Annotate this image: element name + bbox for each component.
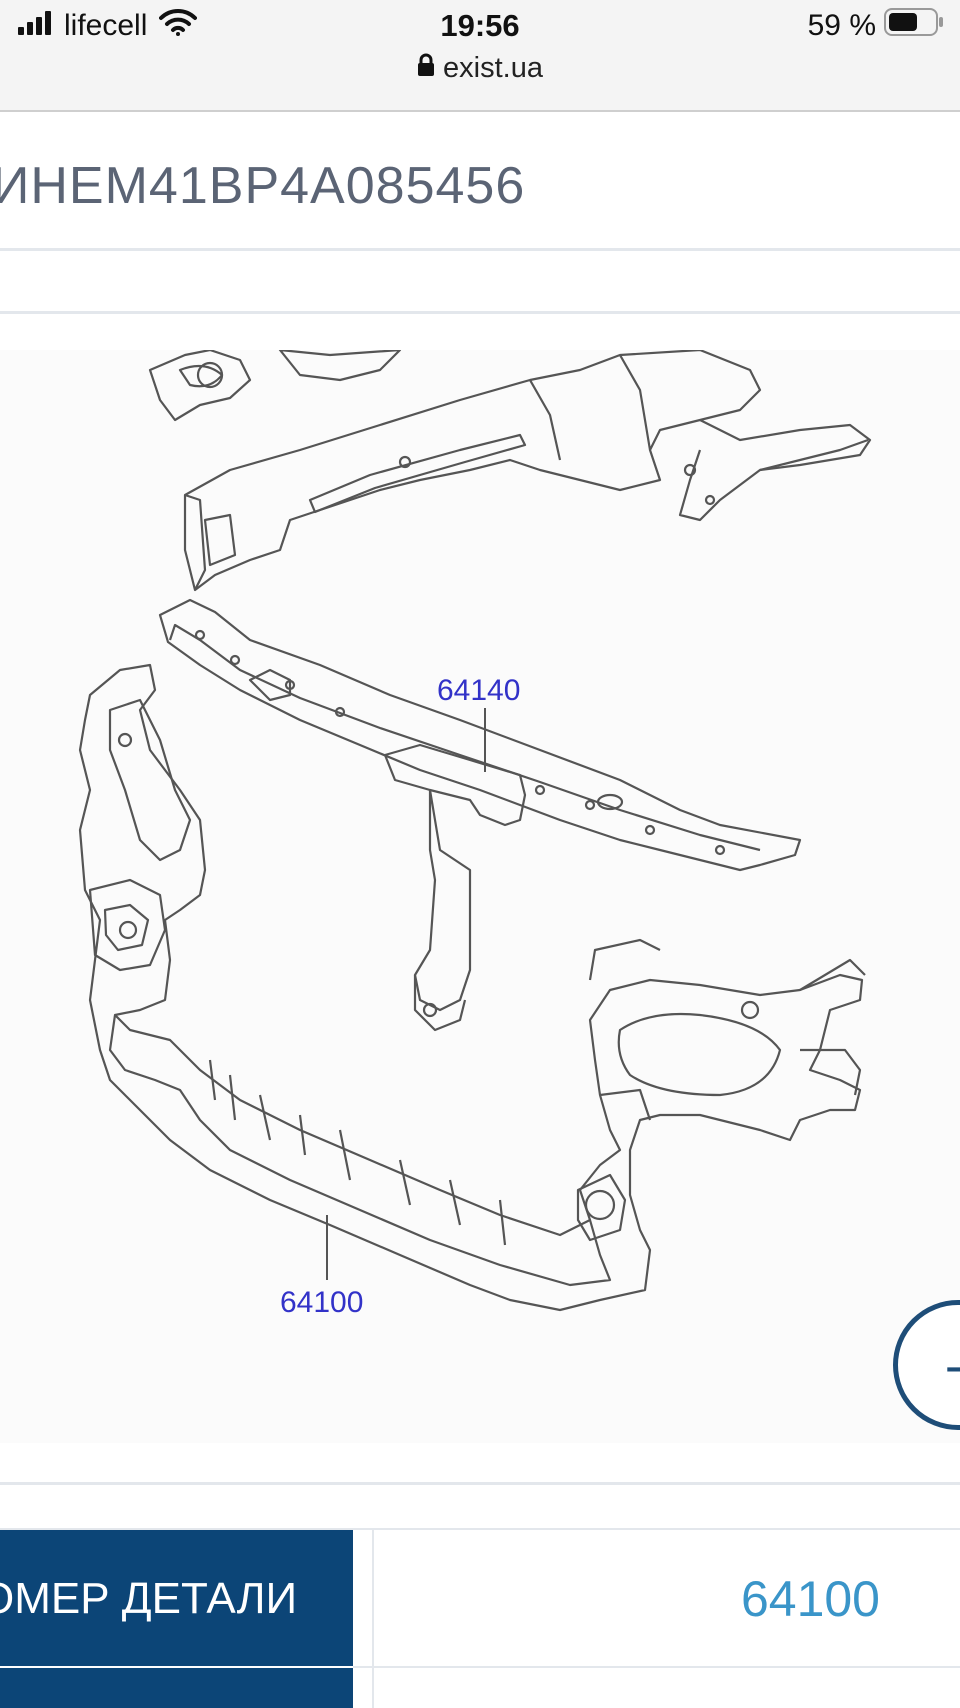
callout-64100[interactable]: 64100	[280, 1286, 363, 1319]
spacer-row	[0, 251, 960, 314]
row-divider	[353, 1666, 960, 1668]
lower-carrier-assembly	[78, 663, 866, 1312]
status-left: lifecell	[18, 8, 198, 44]
parts-diagram[interactable]: 64140 64100	[0, 350, 960, 1443]
upper-crossmember	[158, 598, 802, 1032]
carrier-label: lifecell	[64, 9, 148, 42]
battery-icon	[884, 8, 944, 44]
plus-icon: +	[942, 1343, 960, 1393]
part-number-header: ОМЕР ДЕТАЛИ	[0, 1574, 298, 1623]
signal-icon	[18, 9, 54, 43]
status-right: 59 %	[808, 8, 944, 44]
section-divider	[0, 1482, 960, 1485]
upper-frame-rail	[148, 350, 872, 592]
part-table: ОМЕР ДЕТАЛИ 64100	[0, 1528, 960, 1708]
cell-divider	[372, 1530, 374, 1708]
clock: 19:56	[440, 8, 520, 43]
vin-row: ИНЕМ41ВР4А085456	[0, 118, 960, 251]
callout-64140[interactable]: 64140	[437, 674, 520, 707]
wifi-icon	[159, 8, 198, 44]
vin-number: ИНЕМ41ВР4А085456	[0, 157, 526, 215]
lock-icon	[417, 52, 435, 85]
table-header-cell-next	[0, 1668, 353, 1708]
part-number-value[interactable]: 64100	[740, 1571, 880, 1627]
address-bar[interactable]: exist.ua	[0, 52, 960, 85]
status-bar: lifecell 19:56 59 %	[0, 0, 960, 112]
table-header-cell: ОМЕР ДЕТАЛИ	[0, 1530, 353, 1666]
url-text: exist.ua	[443, 52, 543, 84]
parts-diagram-svg: 64140 64100	[78, 350, 872, 1319]
battery-percent: 59 %	[807, 9, 876, 42]
